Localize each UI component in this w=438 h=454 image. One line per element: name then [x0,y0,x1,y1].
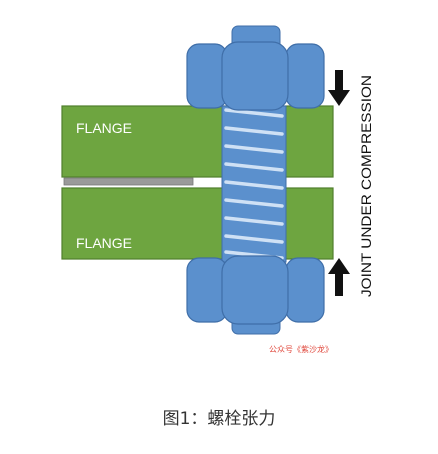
upper-flange-label: FLANGE [76,120,132,136]
gasket [63,177,194,186]
figure-caption: 图1：螺栓张力 [162,409,276,429]
top-nut [186,41,325,111]
watermark-text: 公众号《紫沙龙》 [269,344,333,354]
bolt-threads [224,108,284,260]
lower-flange [61,187,334,260]
arrow-up-icon [328,258,350,296]
arrow-down-icon [328,70,350,106]
joint-compression-label: JOINT UNDER COMPRESSION [359,75,374,297]
lower-flange-label: FLANGE [76,235,132,251]
upper-flange [61,105,334,178]
bottom-nut [186,255,325,325]
